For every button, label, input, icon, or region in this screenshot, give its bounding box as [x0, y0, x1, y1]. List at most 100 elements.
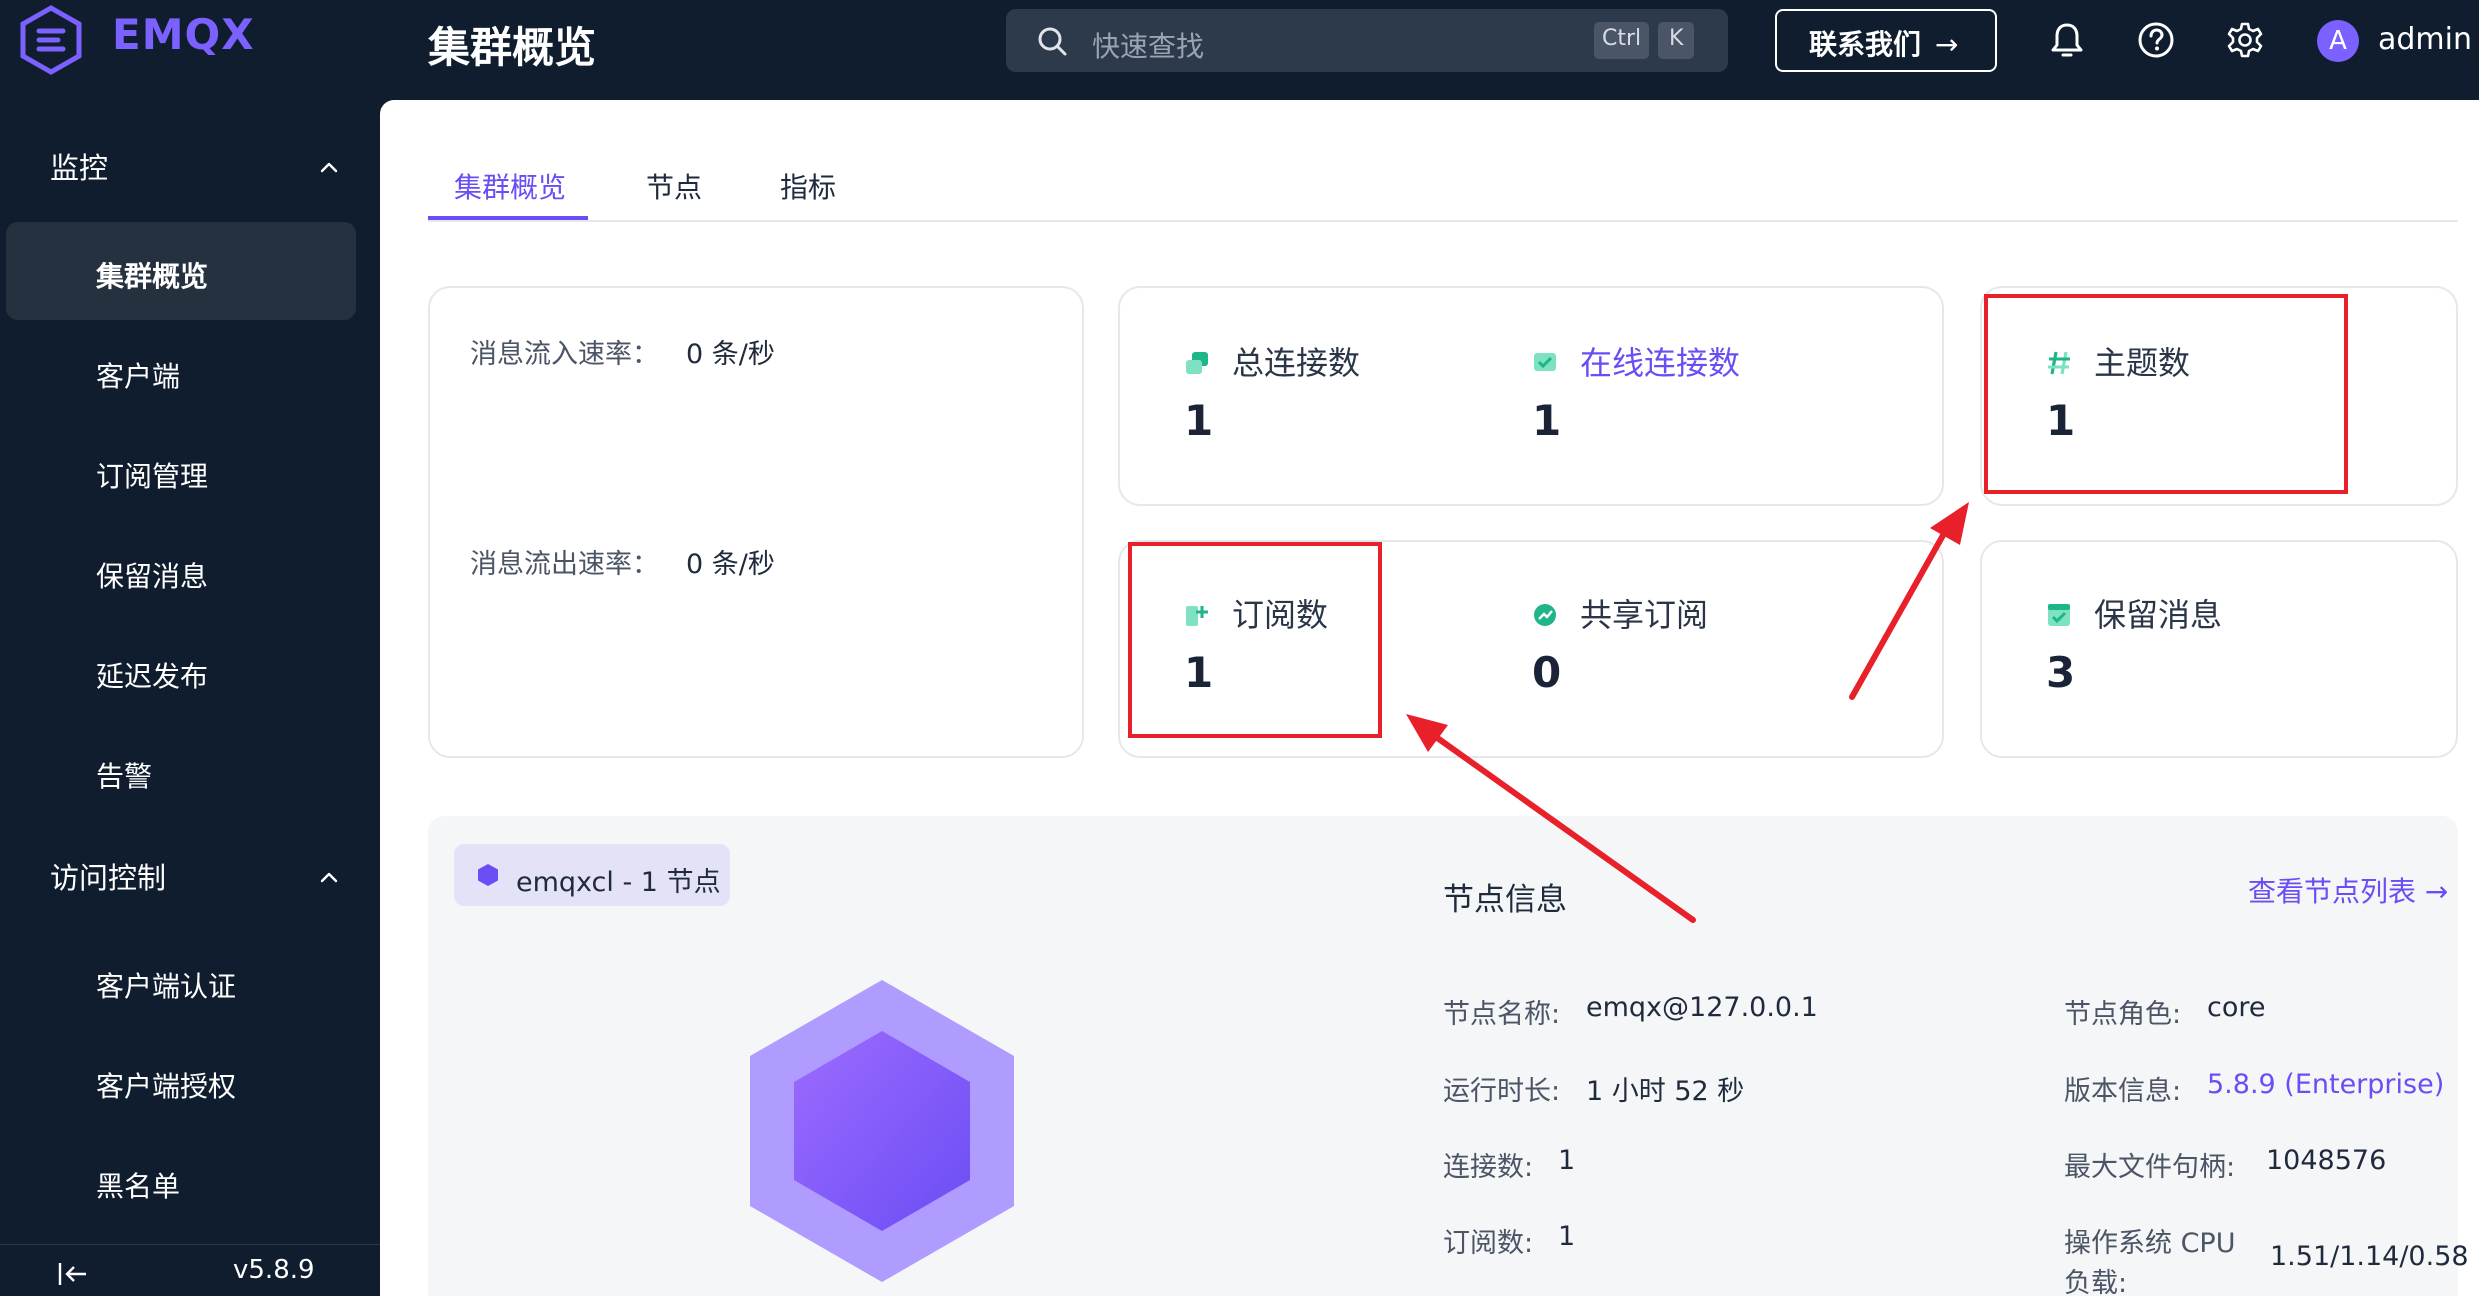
cluster-info-panel: emqxcl - 1 节点 节点信息 查看节点列表 → 节点名称: emqx@1… [428, 816, 2469, 1296]
shared-subscriptions-value: 0 [1532, 648, 1562, 697]
connections-card: 总连接数 1 在线连接数 1 [1118, 286, 1944, 506]
cpu-load-value: 1.51/1.14/0.58 [2270, 1241, 2469, 1272]
sidebar-item-label: 客户端 [96, 360, 181, 393]
node-subscriptions-value: 1 [1558, 1221, 1576, 1252]
sidebar-item-authentication[interactable]: 客户端认证 [6, 932, 356, 1030]
shared-subscription-icon [1534, 604, 1556, 626]
node-name-label: 节点名称: [1443, 999, 1561, 1030]
tab-bar: 集群概览 节点 指标 [428, 160, 2458, 222]
total-connections-label: 总连接数 [1232, 344, 1361, 382]
shared-subscriptions-label: 共享订阅 [1580, 596, 1709, 634]
total-connections-value: 1 [1184, 396, 1214, 445]
sidebar-item-label: 黑名单 [96, 1170, 181, 1203]
sidebar-group-access-control[interactable]: 访问控制 [50, 861, 167, 895]
retained-value: 3 [2046, 648, 2076, 697]
topics-card: 主题数 1 [1980, 286, 2458, 506]
outbound-rate-label: 消息流出速率： [470, 549, 659, 580]
cluster-name: emqxcl - 1 节点 [516, 867, 721, 898]
subscriptions-label: 订阅数 [1232, 596, 1329, 634]
collapse-sidebar-icon[interactable] [56, 1259, 90, 1289]
version-info-link[interactable]: 5.8.9 (Enterprise) [2207, 1069, 2445, 1100]
node-role-label: 节点角色: [2064, 999, 2182, 1030]
shortcut-key-ctrl: Ctrl [1594, 22, 1650, 59]
help-icon[interactable] [2136, 20, 2176, 60]
online-connections-icon [1534, 353, 1556, 371]
subscriptions-card: 订阅数 1 共享订阅 0 [1118, 540, 1944, 758]
version-info-label: 版本信息: [2064, 1076, 2182, 1107]
node-connections-value: 1 [1558, 1145, 1576, 1176]
sidebar-item-label: 客户端授权 [96, 1070, 237, 1103]
retained-messages-card: 保留消息 3 [1980, 540, 2458, 758]
uptime-label: 运行时长: [1443, 1076, 1561, 1107]
sidebar-item-blacklist[interactable]: 黑名单 [6, 1132, 356, 1210]
cpu-load-label-line2: 负载: [2064, 1268, 2128, 1296]
sidebar-footer: v5.8.9 [0, 1244, 380, 1296]
shortcut-key-k: K [1658, 22, 1695, 59]
chevron-up-icon[interactable] [318, 866, 340, 888]
chevron-up-icon[interactable] [318, 156, 340, 178]
sidebar-item-cluster-overview[interactable]: 集群概览 [6, 222, 356, 320]
inbound-rate-value: 0 条/秒 [686, 339, 775, 370]
sidebar-item-label: 告警 [96, 760, 153, 793]
search-icon [1038, 27, 1067, 56]
uptime-value: 1 小时 52 秒 [1586, 1076, 1745, 1107]
message-rate-card: 消息流入速率： 0 条/秒 消息流出速率： 0 条/秒 [428, 286, 1084, 758]
max-file-handles-value: 1048576 [2266, 1145, 2387, 1176]
sidebar-item-label: 保留消息 [96, 560, 209, 593]
sidebar-item-label: 集群概览 [96, 260, 209, 293]
hash-icon [2048, 351, 2070, 375]
page-title: 集群概览 [428, 23, 597, 72]
bell-icon[interactable] [2047, 20, 2087, 60]
gear-icon[interactable] [2225, 20, 2265, 60]
main-content: 集群概览 节点 指标 消息流入速率： 0 条/秒 消息流出速率： 0 条/秒 总… [380, 100, 2479, 1296]
tab-nodes[interactable]: 节点 [646, 171, 703, 204]
max-file-handles-label: 最大文件句柄: [2064, 1152, 2236, 1183]
subscriptions-value: 1 [1184, 648, 1214, 697]
sidebar-item-subscriptions[interactable]: 订阅管理 [6, 422, 356, 520]
arrow-right-icon: → [1935, 28, 1959, 61]
search-box[interactable]: 快速查找 Ctrl K [1006, 9, 1728, 72]
topics-label: 主题数 [2094, 344, 2191, 382]
hexagon-icon [478, 864, 498, 886]
sidebar-item-label: 延迟发布 [96, 660, 209, 693]
contact-us-button[interactable]: 联系我们 → [1775, 9, 1997, 72]
active-tab-indicator [428, 216, 588, 220]
topics-value: 1 [2046, 396, 2076, 445]
retained-message-icon [2048, 604, 2070, 626]
subscribe-icon [1186, 606, 1208, 626]
cluster-badge: emqxcl - 1 节点 [454, 844, 730, 906]
sidebar-item-alarms[interactable]: 告警 [6, 722, 356, 820]
retained-label: 保留消息 [2094, 596, 2223, 634]
online-connections-link[interactable]: 在线连接数 [1580, 344, 1741, 382]
sidebar: 监控 集群概览 客户端 订阅管理 保留消息 延迟发布 告警 访问控制 客户端认证… [0, 100, 380, 1296]
node-info-title: 节点信息 [1443, 882, 1567, 918]
outbound-rate-value: 0 条/秒 [686, 549, 775, 580]
annotation-box-topics [1984, 294, 2348, 494]
sidebar-item-delayed-publish[interactable]: 延迟发布 [6, 622, 356, 720]
sidebar-item-clients[interactable]: 客户端 [6, 322, 356, 420]
cluster-node-hexagon-icon[interactable] [750, 980, 1014, 1282]
username[interactable]: admin [2378, 22, 2472, 57]
node-subscriptions-label: 订阅数: [1443, 1228, 1534, 1259]
contact-us-label: 联系我们 [1809, 28, 1922, 61]
view-node-list-link[interactable]: 查看节点列表 → [2248, 875, 2449, 908]
cpu-load-label-line1: 操作系统 CPU [2064, 1228, 2236, 1259]
tab-metrics[interactable]: 指标 [780, 171, 837, 204]
top-bar: EMQX 集群概览 快速查找 Ctrl K 联系我们 → A admin [0, 0, 2479, 100]
sidebar-item-label: 客户端认证 [96, 970, 237, 1003]
annotation-box-subscriptions [1128, 542, 1382, 738]
emqx-logo-icon[interactable] [16, 5, 86, 75]
inbound-rate-label: 消息流入速率： [470, 339, 659, 370]
avatar[interactable]: A [2317, 20, 2359, 62]
sidebar-item-authorization[interactable]: 客户端授权 [6, 1032, 356, 1130]
node-connections-label: 连接数: [1443, 1152, 1534, 1183]
sidebar-item-retained[interactable]: 保留消息 [6, 522, 356, 620]
connections-icon [1186, 352, 1208, 374]
online-connections-value: 1 [1532, 396, 1562, 445]
tab-cluster-overview[interactable]: 集群概览 [454, 171, 567, 204]
sidebar-item-label: 订阅管理 [96, 460, 209, 493]
sidebar-group-monitoring[interactable]: 监控 [50, 151, 109, 185]
brand-name[interactable]: EMQX [112, 10, 255, 59]
node-role-value: core [2207, 992, 2266, 1023]
search-placeholder: 快速查找 [1092, 30, 1205, 63]
